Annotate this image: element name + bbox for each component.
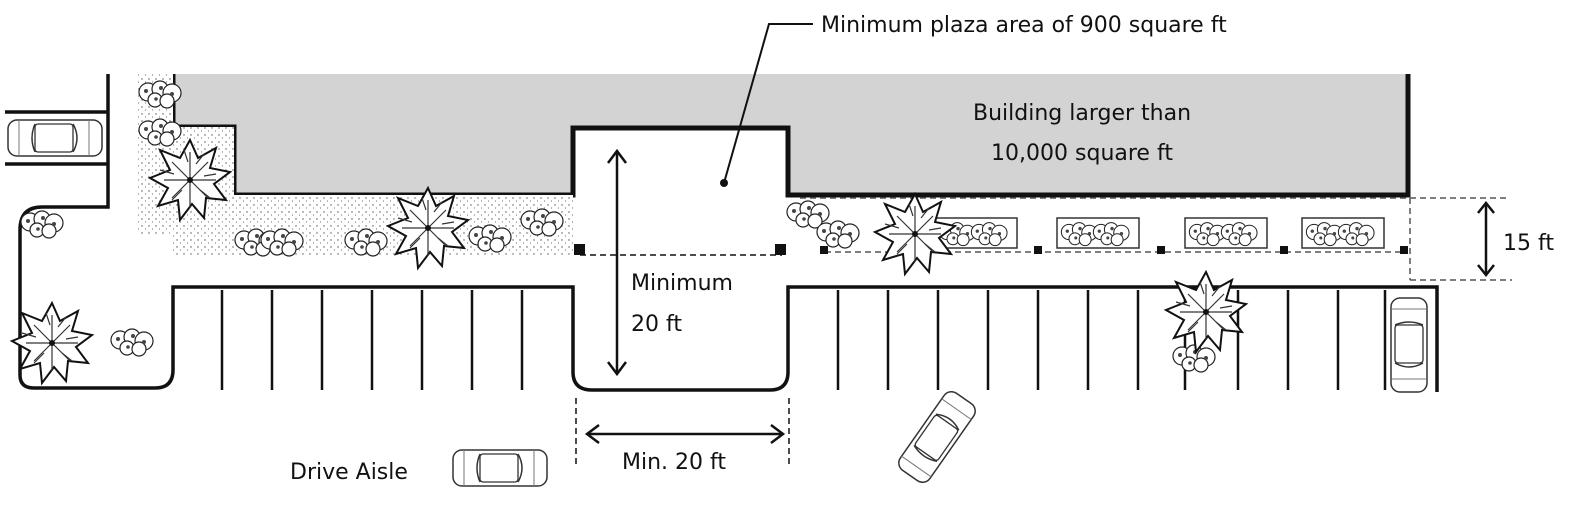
- dimension-arrow-icon: [607, 148, 627, 377]
- bollard-icon: [1400, 246, 1408, 254]
- landscape-strip-left: [140, 74, 573, 255]
- left-parking-curb: [18, 74, 1439, 392]
- bollard-icon: [574, 244, 585, 255]
- planter-box-icon: [1057, 218, 1139, 248]
- dimension-arrow-icon: [584, 424, 786, 444]
- car-icon: [1390, 297, 1428, 393]
- drive-aisle-label: Drive Aisle: [290, 460, 408, 485]
- shrub-icon: [20, 210, 64, 239]
- plaza-depth-label-line2: 20 ft: [631, 312, 682, 337]
- parking-stalls-left: [220, 290, 524, 390]
- shrub-icon: [110, 328, 154, 357]
- building-label-line2: 10,000 square ft: [991, 141, 1173, 166]
- shrub-icon: [816, 220, 860, 249]
- plaza-depth-label-line1: Minimum: [631, 271, 733, 296]
- bollard-icon: [775, 244, 786, 255]
- building-label-line1: Building larger than: [973, 101, 1191, 126]
- bollard-icon: [820, 246, 828, 254]
- setback-label: 15 ft: [1503, 231, 1554, 256]
- car-icon: [452, 449, 548, 487]
- car-icon: [7, 119, 103, 157]
- bollard-icon: [1034, 246, 1042, 254]
- plaza-leader-line: [723, 23, 813, 184]
- planter-box-icon: [1185, 218, 1267, 248]
- dimension-arrow-icon: [1477, 200, 1495, 278]
- tree-icon: [874, 193, 956, 275]
- tree-icon: [11, 302, 93, 384]
- tree-icon: [1165, 271, 1247, 353]
- parking-stalls-right: [836, 290, 1387, 390]
- bollard-icon: [1157, 246, 1165, 254]
- plaza-area-label: Minimum plaza area of 900 square ft: [821, 13, 1227, 38]
- bollard-icon: [1280, 246, 1288, 254]
- plaza-width-label: Min. 20 ft: [622, 450, 726, 475]
- planter-box-icon: [1302, 218, 1384, 248]
- shrub-icon: [1172, 344, 1216, 373]
- plaza-leader-dot: [720, 179, 728, 187]
- car-icon: [894, 387, 980, 487]
